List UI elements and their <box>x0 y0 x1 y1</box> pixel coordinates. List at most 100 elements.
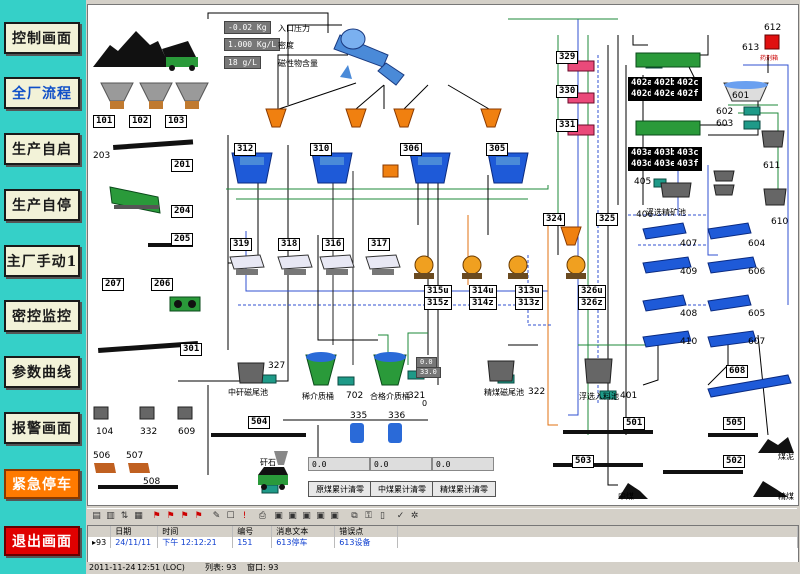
page-icon[interactable]: ▯ <box>380 511 385 521</box>
tag-403f[interactable]: 403f <box>674 158 702 171</box>
tag-402c[interactable]: 402c <box>674 77 702 90</box>
process-flow-diagram <box>93 12 794 499</box>
dilute-medium-tank[interactable] <box>305 352 337 386</box>
grid2-icon[interactable]: ▣ <box>288 511 297 521</box>
flag4-icon[interactable]: ⚑ <box>194 511 203 521</box>
filter-presses[interactable] <box>642 222 792 398</box>
tag-207[interactable]: 207 <box>102 278 125 291</box>
tag-103[interactable]: 103 <box>165 115 188 128</box>
tag-326z[interactable]: 326z <box>578 297 606 310</box>
tag-315z[interactable]: 315z <box>424 297 452 310</box>
desliming-screens[interactable] <box>231 152 529 184</box>
tag-324[interactable]: 324 <box>543 213 566 226</box>
sort-icon[interactable]: ⇅ <box>120 511 129 521</box>
cyclones-329-331[interactable] <box>567 60 595 136</box>
flag1-icon[interactable]: ⚑ <box>152 511 161 521</box>
tag-206[interactable]: 206 <box>151 278 174 291</box>
navigation-sidebar: 控制画面 全厂流程 生产自启 生产自停 主厂手动1 密控监控 参数曲线 报警画面… <box>0 0 86 574</box>
flag3-icon[interactable]: ⚑ <box>180 511 189 521</box>
tag-201[interactable]: 201 <box>171 159 194 172</box>
cols-icon[interactable]: ▦ <box>134 511 143 521</box>
tag-325[interactable]: 325 <box>596 213 619 226</box>
water-tanks <box>350 423 402 443</box>
tag-301[interactable]: 301 <box>180 343 203 356</box>
nav-auto-start[interactable]: 生产自启 <box>4 133 80 165</box>
tag-204[interactable]: 204 <box>171 205 194 218</box>
heavy-medium-cyclone[interactable] <box>333 28 405 86</box>
table-row[interactable]: ▸93 24/11/11 下午 12:12:21 151 613停车 613设备 <box>88 537 798 548</box>
nav-manual-1[interactable]: 主厂手动1 <box>4 245 80 277</box>
tag-317[interactable]: 317 <box>368 238 391 251</box>
tag-329[interactable]: 329 <box>556 51 579 64</box>
tag-316[interactable]: 316 <box>322 238 345 251</box>
tag-331[interactable]: 331 <box>556 119 579 132</box>
ack-icon[interactable]: ☐ <box>226 511 235 521</box>
nav-density-monitor[interactable]: 密控监控 <box>4 300 80 332</box>
copy-icon[interactable]: ⧉ <box>351 511 358 521</box>
tag-402f[interactable]: 402f <box>674 88 702 101</box>
grid1-icon[interactable]: ▣ <box>274 511 283 521</box>
tag-505[interactable]: 505 <box>723 417 746 430</box>
flag2-icon[interactable]: ⚑ <box>166 511 175 521</box>
print-icon[interactable]: ⎙ <box>258 511 267 521</box>
header-error-point[interactable]: 错误点 <box>334 526 399 537</box>
flot-feed-label: 浮选入料池 <box>579 392 619 401</box>
tag-314z[interactable]: 314z <box>469 297 497 310</box>
tag-503[interactable]: 503 <box>572 455 595 468</box>
flotation-cells-401-402[interactable] <box>635 52 701 136</box>
tag-318[interactable]: 318 <box>278 238 301 251</box>
nav-emergency-stop[interactable]: 紧急停车 <box>4 469 80 499</box>
reagent-box-613[interactable] <box>764 34 780 50</box>
grid3-icon[interactable]: ▣ <box>302 511 311 521</box>
nav-control-screen[interactable]: 控制画面 <box>4 22 80 54</box>
belt-conveyors[interactable] <box>98 139 758 489</box>
tag-313u[interactable]: 313u <box>515 285 543 298</box>
nav-parameter-curves[interactable]: 参数曲线 <box>4 356 80 388</box>
tag-205[interactable]: 205 <box>171 233 194 246</box>
header-id[interactable]: 编号 <box>232 526 273 537</box>
tag-312[interactable]: 312 <box>234 143 257 156</box>
nav-alarm-screen[interactable]: 报警画面 <box>4 412 80 444</box>
feeders-506-507[interactable] <box>94 463 150 473</box>
nav-exit-screen[interactable]: 退出画面 <box>4 526 80 556</box>
lock-icon[interactable]: ⚿ <box>365 511 372 521</box>
crusher-206[interactable] <box>169 296 201 312</box>
header-message[interactable]: 消息文本 <box>271 526 336 537</box>
tag-608[interactable]: 608 <box>726 365 749 378</box>
info-icon[interactable]: ! <box>242 511 247 521</box>
grid4-icon[interactable]: ▣ <box>316 511 325 521</box>
tag-101[interactable]: 101 <box>93 115 116 128</box>
pencil-icon[interactable]: ✎ <box>212 511 221 521</box>
tag-305[interactable]: 305 <box>486 143 509 156</box>
settings-icon[interactable]: ✲ <box>410 511 419 521</box>
tag-319[interactable]: 319 <box>230 238 253 251</box>
tag-102[interactable]: 102 <box>129 115 152 128</box>
tag-104: 104 <box>96 427 114 437</box>
centrifuges[interactable] <box>229 254 401 275</box>
thickener-601[interactable] <box>723 81 769 102</box>
tag-306[interactable]: 306 <box>400 143 423 156</box>
feed-hoppers[interactable] <box>100 82 209 109</box>
clean-coal-reset-button[interactable]: 精煤累计清零 <box>432 481 496 497</box>
tag-313z[interactable]: 313z <box>515 297 543 310</box>
grid5-icon[interactable]: ▣ <box>330 511 339 521</box>
mid-coal-reset-button[interactable]: 中煤累计清零 <box>370 481 434 497</box>
list-icon[interactable]: ▤ <box>92 511 101 521</box>
vibrating-screen-204[interactable] <box>109 186 161 214</box>
tag-502[interactable]: 502 <box>723 455 746 468</box>
magnetic-separators[interactable] <box>414 255 586 279</box>
raw-coal-reset-button[interactable]: 原煤累计清零 <box>308 481 372 497</box>
header-time[interactable]: 时间 <box>157 526 234 537</box>
tag-501[interactable]: 501 <box>623 417 646 430</box>
nav-auto-stop[interactable]: 生产自停 <box>4 189 80 221</box>
tag-330[interactable]: 330 <box>556 85 579 98</box>
qualified-medium-tank[interactable] <box>373 352 407 386</box>
nav-plant-flow[interactable]: 全厂流程 <box>4 77 80 109</box>
status-date: 2011-11-24 <box>89 563 136 572</box>
filter-icon[interactable]: ▥ <box>106 511 115 521</box>
sumps <box>93 130 787 420</box>
tag-310[interactable]: 310 <box>310 143 333 156</box>
header-date[interactable]: 日期 <box>110 526 159 537</box>
checkv-icon[interactable]: ✓ <box>396 511 405 521</box>
tag-504[interactable]: 504 <box>248 416 271 429</box>
